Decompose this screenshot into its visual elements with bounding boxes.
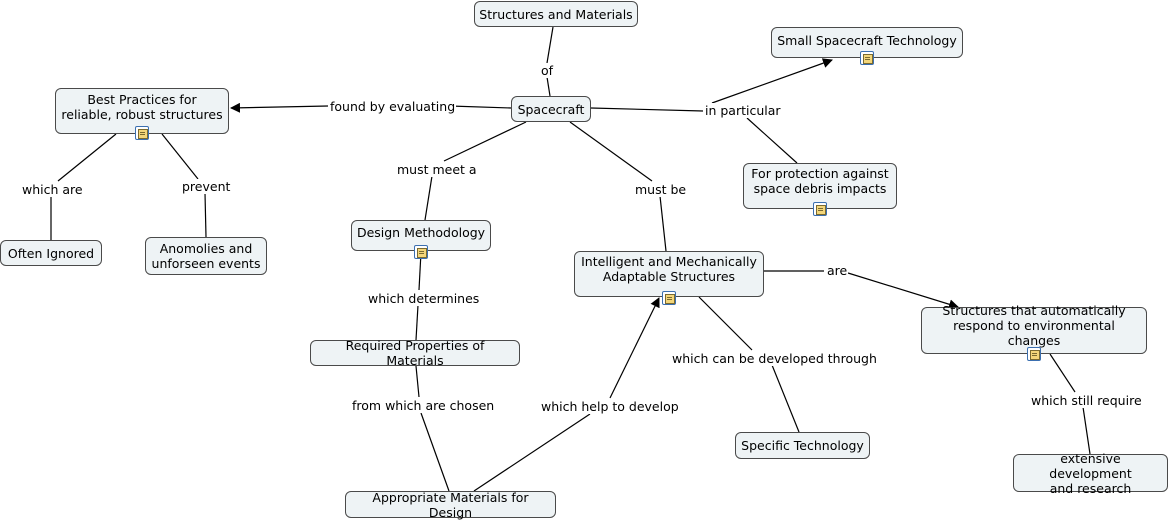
- edge-structures-of: [546, 26, 554, 64]
- edge-best-prevent: [161, 133, 199, 180]
- edge-prevent-anomolies: [204, 192, 207, 238]
- concept-spacecraft[interactable]: Spacecraft: [511, 96, 591, 122]
- concept-structures-and-materials[interactable]: Structures and Materials: [474, 1, 638, 27]
- edge-auto-stillrequire: [1049, 353, 1076, 393]
- concept-specific-technology[interactable]: Specific Technology: [735, 432, 870, 459]
- document-icon[interactable]: [1027, 347, 1041, 361]
- edge-spacecraft-mustbe: [569, 121, 653, 182]
- link-label-must-be: must be: [634, 182, 688, 197]
- concept-label: Often Ignored: [7, 245, 95, 261]
- concept-label: Small Spacecraft Technology: [777, 33, 957, 48]
- edge-developed-specific: [771, 364, 800, 433]
- concept-appropriate-materials[interactable]: Appropriate Materials for Design: [345, 489, 556, 520]
- concept-label: Structures that automatically respond to…: [942, 303, 1126, 348]
- link-label-which-determines: which determines: [367, 291, 481, 306]
- link-label-from-which-are-chosen: from which are chosen: [351, 398, 496, 413]
- edge-mustmeet-design: [424, 175, 433, 221]
- link-label-are: are: [826, 263, 849, 278]
- edge-stillrequire-extensive: [1082, 406, 1091, 455]
- concept-label: Intelligent and Mechanically Adaptable S…: [581, 254, 757, 284]
- concept-often-ignored[interactable]: Often Ignored: [0, 240, 102, 266]
- edge-protection-inparticular: [746, 117, 798, 164]
- concept-label: Design Methodology: [356, 225, 486, 240]
- edge-spacecraft-foundby: [449, 105, 512, 109]
- edge-best-whichare: [57, 133, 117, 182]
- concept-label: For protection against space debris impa…: [751, 166, 889, 196]
- concept-label: Structures and Materials: [479, 6, 633, 22]
- concept-best-practices[interactable]: Best Practices for reliable, robust stru…: [55, 88, 229, 134]
- link-label-in-particular: in particular: [704, 103, 782, 118]
- concept-label: extensive development and research: [1049, 450, 1132, 496]
- edge-appropriate-helpdevelop: [473, 413, 591, 492]
- link-label-which-are: which are: [21, 182, 84, 197]
- edge-intelligent-developed: [698, 296, 753, 351]
- concept-label: Anomolies and unforseen events: [151, 241, 261, 271]
- edge-required-fromwhich: [415, 365, 420, 398]
- concept-anomolies[interactable]: Anomolies and unforseen events: [145, 237, 267, 275]
- edge-foundby-bestpractices: [230, 102, 329, 113]
- edge-are-auto: [847, 272, 959, 310]
- concept-label: Specific Technology: [741, 438, 864, 453]
- concept-auto-respond-structures[interactable]: Structures that automatically respond to…: [921, 303, 1147, 354]
- concept-intelligent-adaptable-structures[interactable]: Intelligent and Mechanically Adaptable S…: [574, 251, 764, 297]
- edge-inparticular-small: [711, 58, 833, 104]
- edge-fromwhich-appropriate: [420, 412, 450, 492]
- link-label-which-help-to-develop: which help to develop: [540, 399, 680, 414]
- document-icon[interactable]: [860, 51, 874, 65]
- document-icon[interactable]: [662, 291, 676, 305]
- document-icon[interactable]: [813, 202, 827, 216]
- edge-helpdevelop-intelligent: [609, 297, 660, 399]
- link-label-which-still-require: which still require: [1030, 393, 1143, 408]
- link-label-which-can-be-developed-through: which can be developed through: [671, 351, 878, 366]
- concept-label: Best Practices for reliable, robust stru…: [61, 92, 223, 122]
- concept-extensive-development[interactable]: extensive development and research: [1013, 451, 1168, 496]
- concept-label: Spacecraft: [517, 101, 585, 117]
- concept-label: Required Properties of Materials: [345, 338, 485, 368]
- edge-spacecraft-inparticular: [590, 107, 704, 112]
- concept-label: Appropriate Materials for Design: [372, 489, 529, 520]
- document-icon[interactable]: [135, 126, 149, 140]
- document-icon[interactable]: [414, 245, 428, 259]
- link-label-must-meet-a: must meet a: [396, 162, 478, 177]
- concept-required-properties[interactable]: Required Properties of Materials: [310, 338, 520, 368]
- concept-protection-space-debris[interactable]: For protection against space debris impa…: [743, 163, 897, 209]
- link-label-found-by-evaluating: found by evaluating: [329, 99, 457, 114]
- link-label-of: of: [540, 63, 555, 78]
- edge-of-spacecraft: [546, 76, 551, 97]
- edge-spacecraft-mustmeet: [443, 121, 527, 162]
- link-label-prevent: prevent: [181, 179, 232, 194]
- edge-mustbe-intelligent: [659, 195, 667, 252]
- edge-determines-required: [415, 304, 419, 341]
